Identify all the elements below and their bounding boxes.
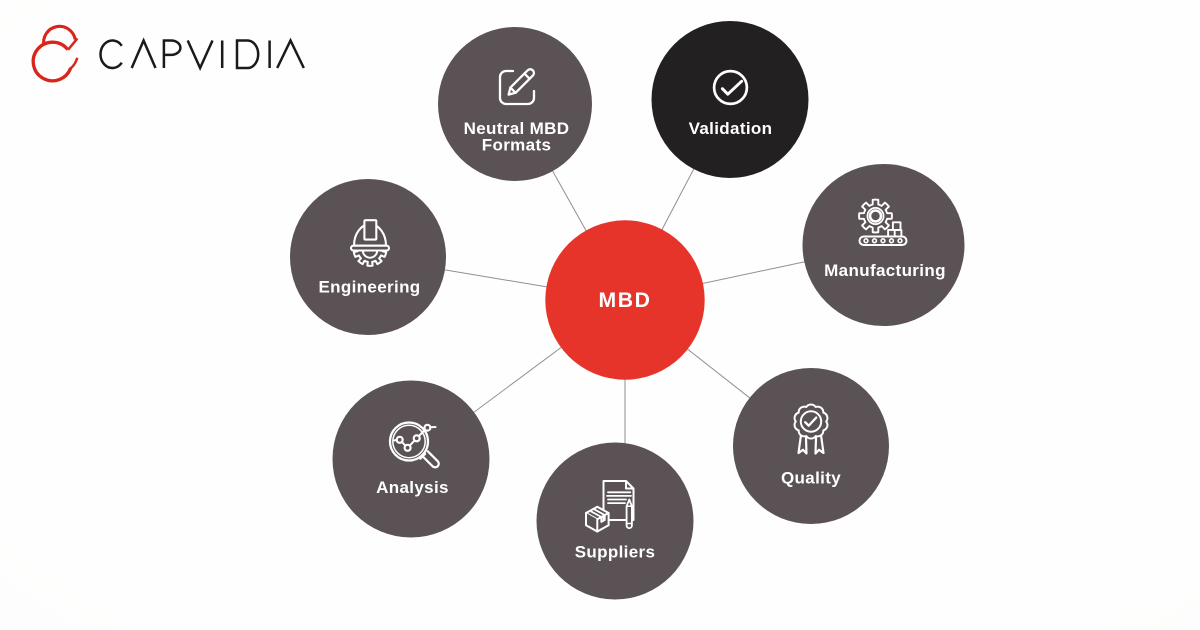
svg-text:Quality: Quality [781,469,841,488]
svg-text:Validation: Validation [689,119,773,138]
svg-text:MBD: MBD [598,289,651,312]
svg-text:Engineering: Engineering [318,278,420,297]
svg-text:Neutral MBD: Neutral MBD [464,119,570,138]
svg-text:Manufacturing: Manufacturing [824,261,946,280]
svg-text:Analysis: Analysis [376,478,449,497]
svg-text:Formats: Formats [482,135,552,154]
svg-text:Suppliers: Suppliers [575,542,656,561]
